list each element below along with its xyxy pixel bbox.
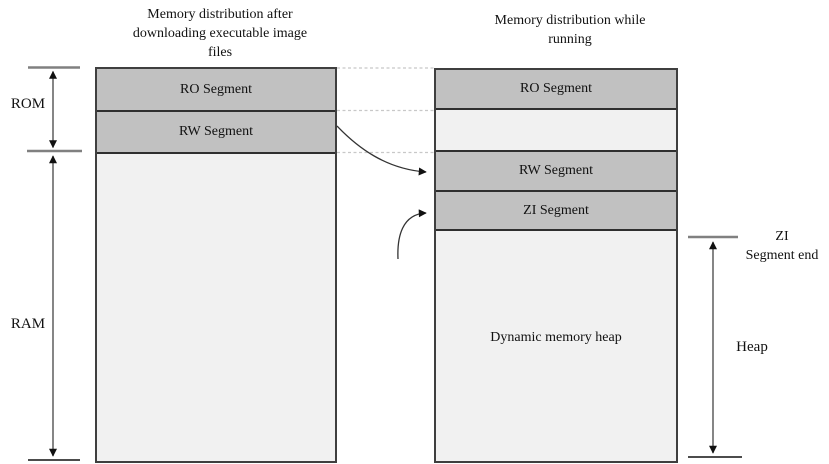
right-column-title: Memory distribution while running	[494, 13, 646, 47]
heap-range-label: Heap	[736, 339, 768, 355]
segment-ro-left-label: RO Segment	[180, 81, 252, 97]
unused-gap-area	[436, 110, 676, 152]
rom-range-label: ROM	[10, 96, 46, 112]
segment-zi-right: ZI Segment	[436, 192, 676, 231]
segment-rw-right: RW Segment	[436, 152, 676, 192]
memory-box-after-download: RO Segment RW Segment	[95, 67, 337, 463]
segment-ro-left: RO Segment	[97, 69, 335, 112]
segment-rw-right-label: RW Segment	[518, 163, 594, 178]
segment-rw-left-label: RW Segment	[178, 124, 254, 139]
zi-segment-end-line1: ZI	[775, 229, 789, 244]
segment-ro-right: RO Segment	[436, 70, 676, 110]
dynamic-heap-label: Dynamic memory heap	[490, 330, 622, 345]
segment-rw-left: RW Segment	[97, 112, 335, 154]
zi-segment-end-label: ZI Segment end	[736, 227, 828, 265]
segment-ro-right-label: RO Segment	[520, 81, 592, 96]
ram-empty-area	[97, 154, 335, 461]
dynamic-heap-area: Dynamic memory heap	[436, 231, 676, 461]
rw-copy-arrow	[336, 125, 427, 176]
dashed-connector-lines	[337, 67, 434, 154]
zi-segment-end-line2: Segment end	[745, 248, 819, 263]
left-column-title: Memory distribution after downloading ex…	[132, 7, 308, 60]
ram-range-label: RAM	[10, 316, 46, 332]
memory-box-while-running: RO Segment RW Segment ZI Segment Dynamic…	[434, 68, 678, 463]
segment-zi-right-label: ZI Segment	[523, 202, 589, 218]
zi-init-arrow	[397, 209, 427, 260]
